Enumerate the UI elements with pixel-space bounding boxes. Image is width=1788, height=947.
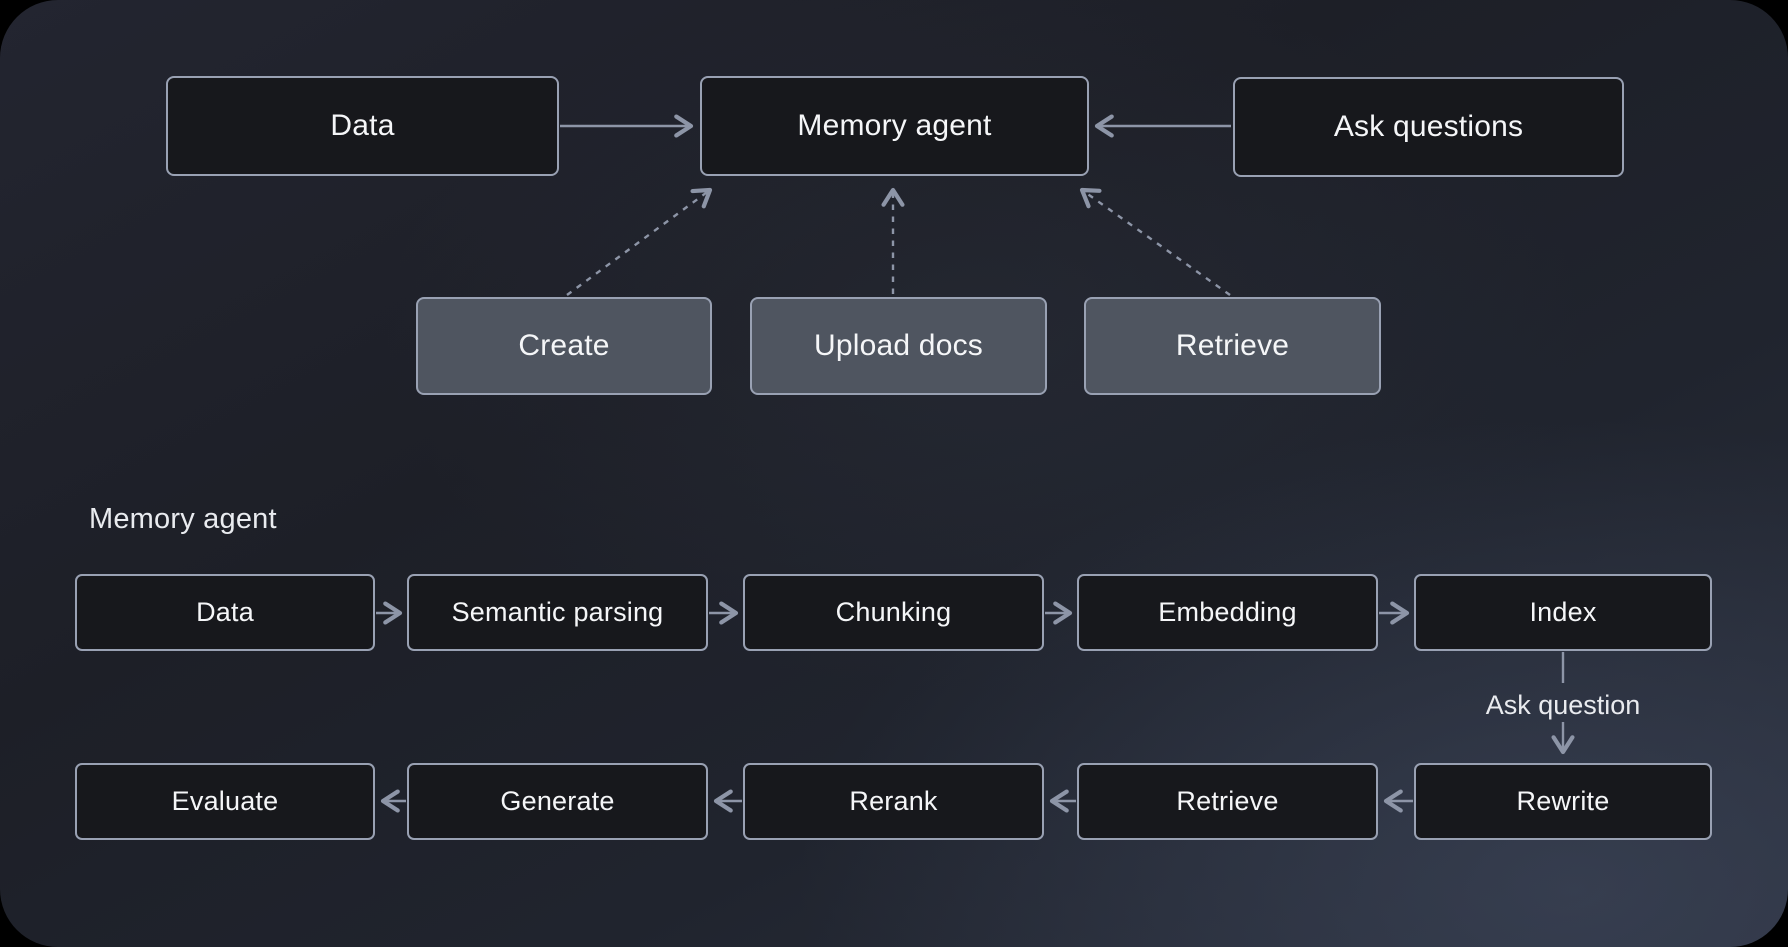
arrow-retrieve-to-memory-agent [1079,187,1231,296]
ask-question-edge-label: Ask question [1485,690,1641,720]
node-rerank: Rerank [743,763,1044,840]
node-index: Index [1414,574,1712,651]
node-evaluate: Evaluate [75,763,375,840]
node-generate: Generate [407,763,708,840]
node-upload-docs: Upload docs [750,297,1047,395]
node-create: Create [416,297,712,395]
arrow-create-to-memory-agent [566,187,713,296]
node-semantic-parsing: Semantic parsing [407,574,708,651]
node-pipeline-data: Data [75,574,375,651]
node-ask-questions: Ask questions [1233,77,1624,177]
node-pipeline-retrieve: Retrieve [1077,763,1378,840]
node-retrieve-action: Retrieve [1084,297,1381,395]
node-embedding: Embedding [1077,574,1378,651]
node-chunking: Chunking [743,574,1044,651]
node-rewrite: Rewrite [1414,763,1712,840]
node-memory-agent: Memory agent [700,76,1089,176]
memory-agent-section-label: Memory agent [89,503,277,535]
node-data-source: Data [166,76,559,176]
